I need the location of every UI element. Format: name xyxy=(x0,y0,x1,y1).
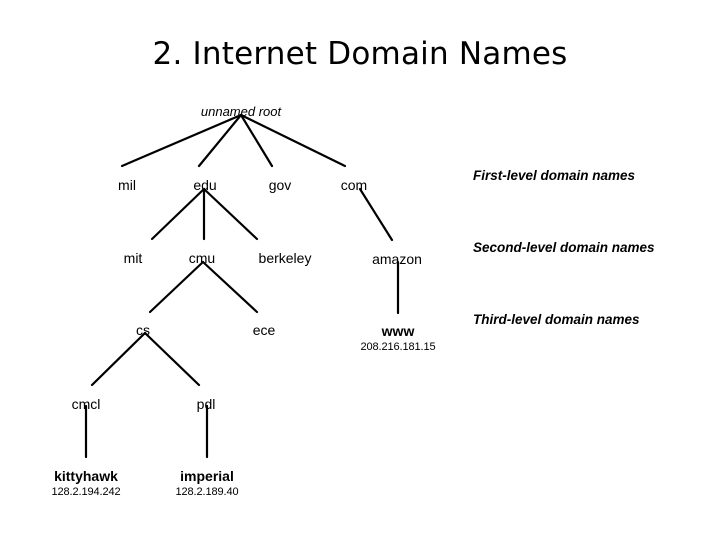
tree-node-label-com: com xyxy=(340,177,368,193)
tree-edge-com-to-amazon xyxy=(358,187,394,242)
tree-node-label-edu: edu xyxy=(193,177,217,193)
tree-edge-edu-to-berkeley xyxy=(202,187,259,241)
tree-node-gov: gov xyxy=(269,177,292,193)
annotation-level-3: Third-level domain names xyxy=(473,312,640,327)
tree-edge-edu-to-mit xyxy=(150,187,206,241)
tree-node-kittyhawk: kittyhawk 128.2.194.242 xyxy=(51,468,120,499)
tree-node-mit: mit xyxy=(124,250,143,266)
tree-edge-cmu-to-ece xyxy=(201,260,259,314)
tree-node-ece: ece xyxy=(253,322,276,338)
tree-node-label-mil: mil xyxy=(118,177,136,193)
tree-node-cs: cs xyxy=(136,322,150,338)
tree-node-mil: mil xyxy=(118,177,136,193)
tree-node-label-cmu: cmu xyxy=(188,250,216,266)
tree-edge-root-to-mil xyxy=(120,113,243,168)
tree-node-label-cs: cs xyxy=(136,322,150,338)
tree-node-cmu: cmu xyxy=(189,250,215,266)
tree-edge-root-to-edu xyxy=(197,113,243,168)
tree-node-label-gov: gov xyxy=(268,177,292,193)
tree-edge-root-to-com xyxy=(239,113,347,168)
annotation-level-2: Second-level domain names xyxy=(473,240,655,255)
tree-node-edu: edu xyxy=(193,177,216,193)
tree-node-imperial: imperial 128.2.189.40 xyxy=(175,468,238,499)
tree-node-cmcl: cmcl xyxy=(72,396,101,412)
tree-edge-root-to-gov xyxy=(239,113,274,168)
tree-node-label-root: unnamed root xyxy=(200,104,282,119)
tree-node-label-cmcl: cmcl xyxy=(71,396,101,412)
tree-node-amazon: amazon xyxy=(372,251,422,267)
annotation-level-1: First-level domain names xyxy=(473,168,636,183)
tree-node-label-berkeley: berkeley xyxy=(258,250,312,266)
ip-address-kittyhawk: 128.2.194.242 xyxy=(51,486,121,498)
tree-node-com: com xyxy=(341,177,367,193)
ip-address-imperial: 128.2.189.40 xyxy=(175,486,239,498)
tree-edge-cs-to-cmcl xyxy=(90,331,147,387)
tree-node-label-kittyhawk: kittyhawk xyxy=(54,468,118,484)
tree-node-label-ece: ece xyxy=(252,322,276,338)
tree-node-pdl: pdl xyxy=(197,396,216,412)
page-title: 2. Internet Domain Names xyxy=(152,36,568,72)
tree-edge-cs-to-pdl xyxy=(143,331,201,387)
tree-node-label-pdl: pdl xyxy=(196,396,216,412)
tree-edge-cmu-to-cs xyxy=(148,260,205,314)
tree-node-www: www 208.216.181.15 xyxy=(360,323,435,354)
tree-node-label-mit: mit xyxy=(123,250,143,266)
tree-node-label-www: www xyxy=(381,323,415,339)
tree-node-root: unnamed root xyxy=(201,104,281,120)
ip-address-www: 208.216.181.15 xyxy=(360,341,436,353)
tree-node-label-amazon: amazon xyxy=(372,251,422,267)
tree-node-berkeley: berkeley xyxy=(259,250,312,266)
tree-node-label-imperial: imperial xyxy=(180,468,234,484)
